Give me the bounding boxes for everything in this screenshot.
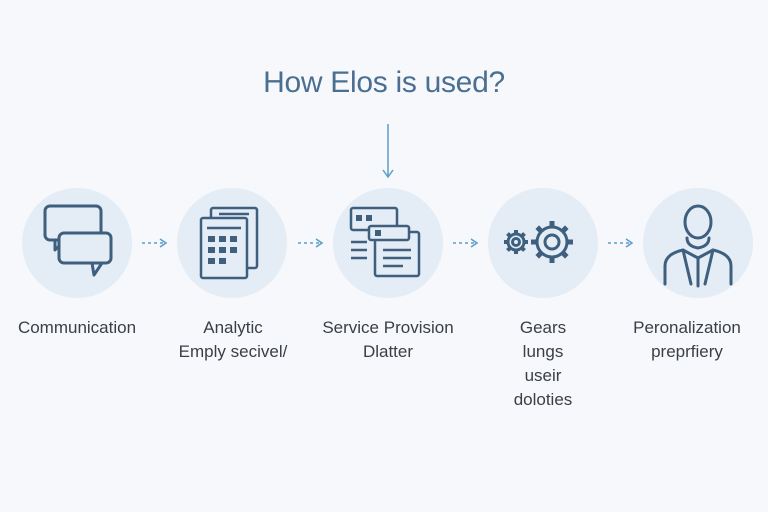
step-analytic-label: Analytic Emply secivel/ xyxy=(178,318,288,361)
step-personalization-node xyxy=(643,188,753,298)
step-service-provision-label: Service Provision Dlatter xyxy=(322,318,454,361)
connector-arrow-4 xyxy=(608,238,634,248)
person-icon xyxy=(663,204,733,288)
analytics-grid-icon xyxy=(199,206,259,280)
step-gears-label: Gears lungs useir doloties xyxy=(513,318,573,409)
service-documents-icon xyxy=(349,206,421,278)
step-analytic-node xyxy=(177,188,287,298)
connector-arrow-1 xyxy=(142,238,168,248)
down-arrow xyxy=(382,124,394,179)
step-gears-node xyxy=(488,188,598,298)
step-personalization-label: Peronalization preprfiery xyxy=(633,318,741,361)
step-communication-label: Communication xyxy=(17,318,137,337)
connector-arrow-3 xyxy=(453,238,479,248)
gears-icon xyxy=(504,221,573,263)
step-service-provision-node xyxy=(333,188,443,298)
diagram-title: How Elos is used? xyxy=(263,66,505,99)
step-communication-node xyxy=(22,188,132,298)
chat-bubbles-icon xyxy=(43,204,113,277)
connector-arrow-2 xyxy=(298,238,324,248)
